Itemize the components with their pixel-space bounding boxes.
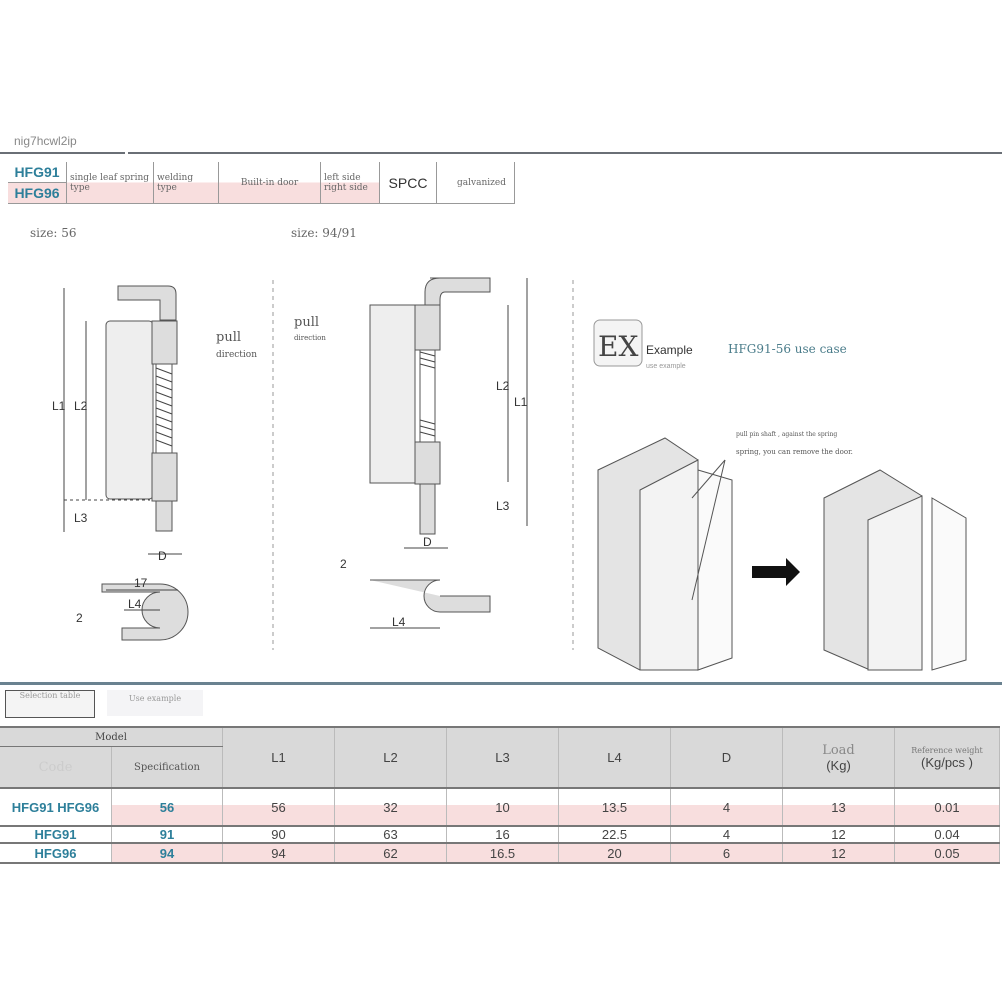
- pull-label: pull: [216, 330, 241, 345]
- dim-2: 2: [76, 611, 83, 625]
- cell-code: HFG91 HFG96: [0, 788, 112, 827]
- dim-L4: L4: [392, 615, 406, 629]
- direction-label: direction: [216, 350, 257, 360]
- direction-label: direction: [294, 334, 326, 342]
- dim-17: 17: [134, 576, 148, 590]
- cell-L2: 32: [334, 788, 447, 827]
- selection-table: Model L1 L2 L3 L4 D Load(Kg) Reference w…: [0, 726, 1000, 864]
- watermark: nig7hcwl2ip: [14, 134, 77, 148]
- example-note: spring, you can remove the door.: [736, 448, 853, 456]
- arrow-icon: [752, 558, 800, 586]
- dim-D: D: [158, 549, 167, 563]
- example-note: pull pin shaft , against the spring: [736, 431, 837, 438]
- cell-weight: 0.05: [894, 843, 1000, 864]
- model-code: HFG96: [8, 182, 67, 204]
- dim-L3: L3: [74, 511, 88, 525]
- cell-L3: 16.5: [446, 843, 559, 864]
- cell-spec: 56: [111, 788, 223, 827]
- header-L3: L3: [446, 726, 559, 789]
- cell-L4: 22.5: [558, 826, 671, 844]
- cabinet-after: [823, 469, 967, 671]
- pull-label: pull: [294, 315, 319, 330]
- cabinet-before: [597, 437, 733, 671]
- cell-code: HFG96: [0, 843, 112, 864]
- dim-L3: L3: [496, 499, 510, 513]
- cell-weight: 0.04: [894, 826, 1000, 844]
- example-word: Example: [646, 343, 693, 357]
- dim-L1: L1: [52, 399, 66, 413]
- header-D: D: [670, 726, 783, 789]
- cell-L2: 62: [334, 843, 447, 864]
- install-cell: Built-in door: [218, 162, 321, 204]
- type-cell: single leaf spring type: [66, 162, 154, 204]
- header-load: Load: [822, 742, 855, 758]
- tab-selection-table[interactable]: Selection table: [5, 690, 95, 718]
- mount-cell: welding type: [153, 162, 219, 204]
- cell-D: 4: [670, 826, 783, 844]
- cell-L1: 90: [222, 826, 335, 844]
- example-title: HFG91-56 use case: [728, 342, 847, 356]
- side-cell: left side right side: [320, 162, 380, 204]
- cell-L3: 16: [446, 826, 559, 844]
- cell-load: 13: [782, 788, 895, 827]
- cell-L4: 20: [558, 843, 671, 864]
- example-badge: [593, 319, 643, 367]
- dim-2: 2: [340, 557, 347, 571]
- technical-drawings: L1 L2 L3 D 17 L4 2 pull direction pull d…: [52, 277, 967, 671]
- cell-L4: 13.5: [558, 788, 671, 827]
- cell-L1: 94: [222, 843, 335, 864]
- dim-L4: L4: [128, 597, 142, 611]
- cell-D: 4: [670, 788, 783, 827]
- cell-L1: 56: [222, 788, 335, 827]
- cell-spec: 91: [111, 826, 223, 844]
- cell-spec: 94: [111, 843, 223, 864]
- hinge-drawing-56: [101, 285, 189, 641]
- header-L1: L1: [222, 726, 335, 789]
- size-label: size: 94/91: [291, 226, 357, 240]
- dim-D: D: [423, 535, 432, 549]
- header-model: Model: [0, 726, 223, 747]
- cell-load: 12: [782, 843, 895, 864]
- table-row: HFG96 94 94 62 16.5 20 6 12 0.05: [0, 843, 1000, 864]
- hinge-drawing-94-91: [369, 277, 491, 613]
- model-code: HFG91: [8, 162, 67, 183]
- header-weight-unit: (Kg/pcs ): [920, 754, 973, 770]
- dim-L1: L1: [514, 395, 528, 409]
- cell-L2: 63: [334, 826, 447, 844]
- divider: [128, 152, 1002, 154]
- header-L4: L4: [558, 726, 671, 789]
- material-cell: SPCC: [379, 162, 437, 204]
- example-sub: use example: [646, 363, 686, 370]
- cell-code: HFG91: [0, 826, 112, 844]
- spec-table: HFG91 single leaf spring type welding ty…: [8, 162, 515, 204]
- section-divider: [0, 682, 1002, 685]
- cell-weight: 0.01: [894, 788, 1000, 827]
- header-code: Code: [0, 746, 112, 789]
- size-label: size: 56: [30, 226, 77, 240]
- header-L2: L2: [334, 726, 447, 789]
- header-weight: Reference weight: [911, 745, 983, 755]
- finish-cell: galvanized: [436, 162, 515, 204]
- divider: [0, 152, 125, 154]
- spring: [155, 367, 173, 447]
- dim-L2: L2: [496, 379, 510, 393]
- cell-D: 6: [670, 843, 783, 864]
- header-spec: Specification: [111, 746, 223, 789]
- cell-load: 12: [782, 826, 895, 844]
- tab-use-example[interactable]: Use example: [107, 690, 203, 716]
- dim-L2: L2: [74, 399, 88, 413]
- table-row: HFG91 91 90 63 16 22.5 4 12 0.04: [0, 826, 1000, 844]
- example-badge-text: EX: [598, 330, 638, 363]
- cell-L3: 10: [446, 788, 559, 827]
- header-load-unit: (Kg): [826, 757, 851, 773]
- table-row: HFG91 HFG96 56 56 32 10 13.5 4 13 0.01: [0, 788, 1000, 827]
